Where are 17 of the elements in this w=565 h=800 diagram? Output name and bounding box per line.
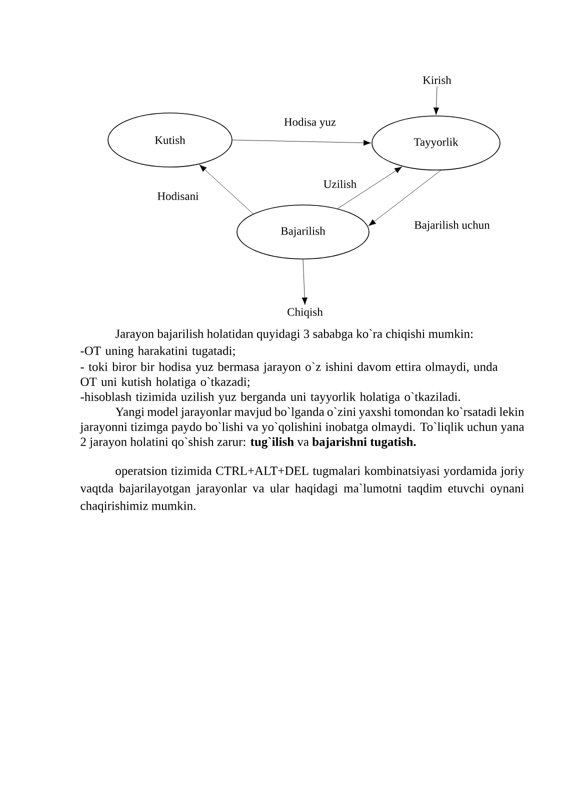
paragraph: -OT uning harakatini tugatadi;	[80, 346, 235, 358]
paragraph: Yangi model jarayonlar mavjud bo`lganda o`zini yaxshi tomondan ko`rsatadi lekin jarayonni tizimga paydo bo`lishi va yo`qolishini inobatga olmaydi. To`liqlik uchun yana 2 jarayon holatini qo`shish zarur: tug`ilish va bajarishni tugatish.	[80, 407, 524, 449]
paragraph: -hisoblash tizimida uzilish yuz berganda uni tayyorlik holatiga o`tkaziladi.	[80, 392, 460, 404]
paragraph: - toki biror bir hodisa yuz bermasa jarayon o`z ishini davom ettira olmaydi, unda OT uni kutish holatiga o`tkazadi;	[80, 362, 498, 389]
edge-label: Bajarilish uchun	[413, 220, 491, 232]
arrow	[433, 86, 440, 115]
arrow	[368, 170, 442, 226]
paragraph: Jarayon bajarilish holatidan quyidagi 3 sababga ko`ra chiqishi mumkin:	[115, 329, 472, 341]
paragraph: operatsion tizimida CTRL+ALT+DEL tugmalari kombinatsiyasi yordamida joriy vaqtda bajarilayotgan jarayonlar va ular haqidagi ma`lumotni taqdim etuvchi oynani chaqirishimiz mumkin.	[80, 466, 524, 513]
arrow	[302, 259, 308, 305]
arrow	[199, 164, 254, 214]
edge-label: Hodisa yuz	[282, 116, 338, 130]
node-label: Chiqish	[288, 308, 323, 318]
arrow	[337, 166, 402, 209]
arrow	[232, 140, 371, 146]
node-label: Kirish	[422, 76, 452, 84]
edge-label: Hodisani	[156, 190, 200, 202]
